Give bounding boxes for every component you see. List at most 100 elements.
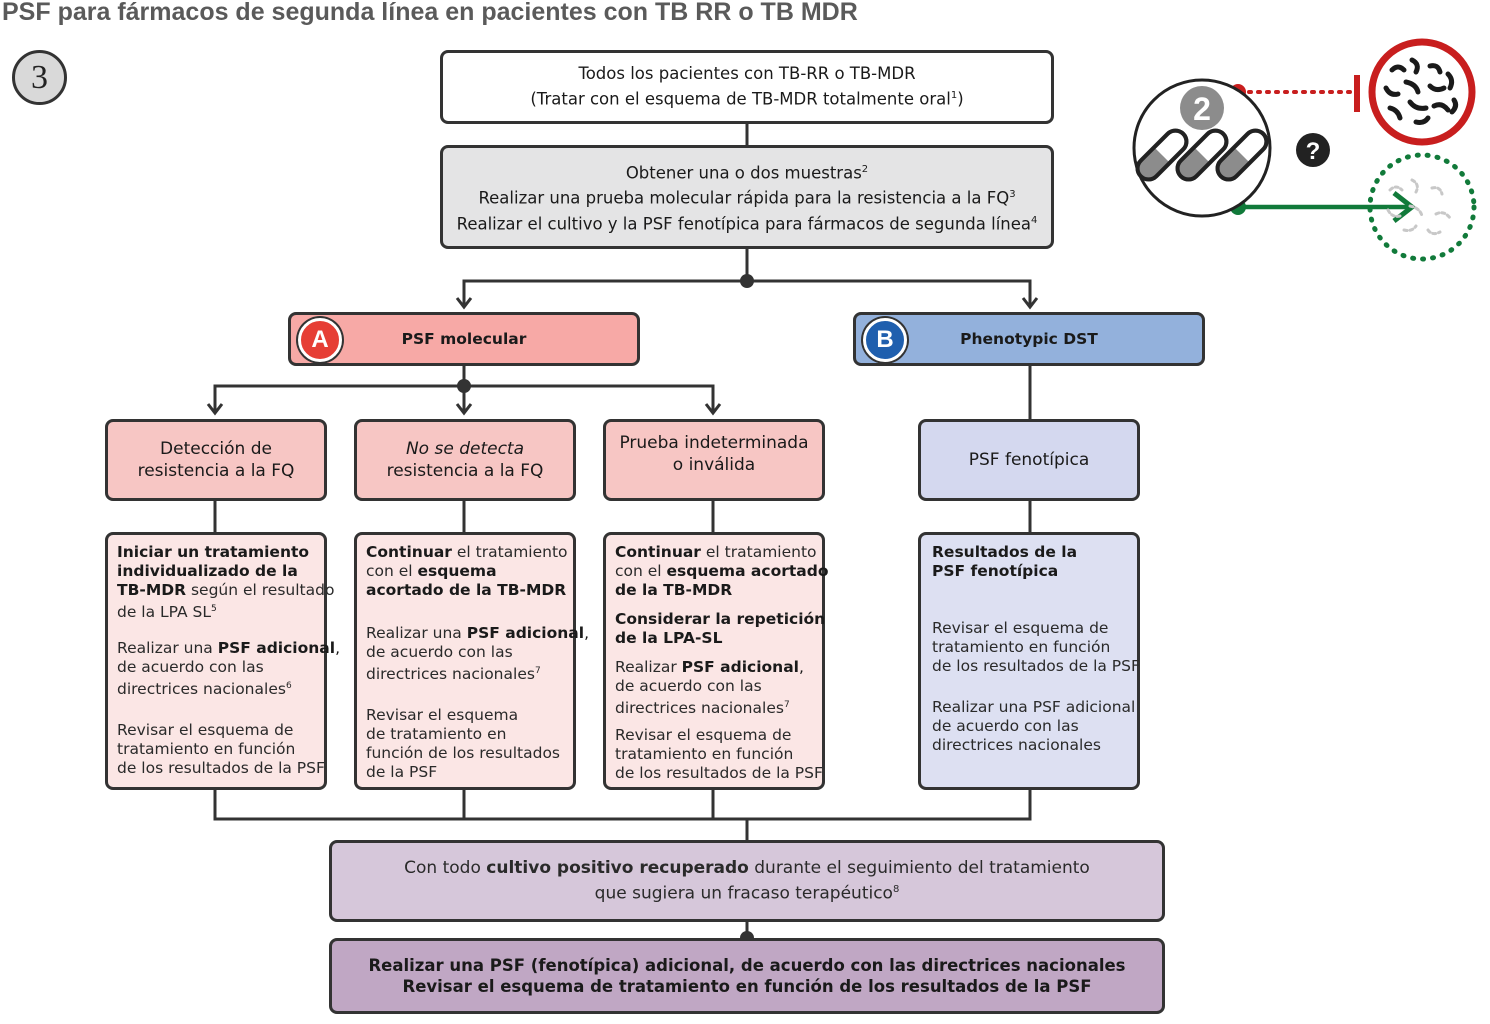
text: tratamiento en función <box>117 740 296 759</box>
detail-col1: Iniciar un tratamiento individualizado d… <box>105 532 340 790</box>
icon-number: 2 <box>1193 91 1211 127</box>
detail-col4: Resultados de la PSF fenotípica Revisar … <box>918 532 1140 790</box>
branch-a-label: PSF molecular <box>401 330 527 348</box>
header-line: o inválida <box>672 455 756 475</box>
text: directrices nacionales <box>932 736 1101 754</box>
culture-line2: que sugiera un fracaso terapéutico8 <box>595 879 900 905</box>
branch-b-label: Phenotypic DST <box>960 330 1098 348</box>
text: con el <box>615 562 667 580</box>
all-patients-line2-text: (Tratar con el esquema de TB-MDR totalme… <box>530 89 951 109</box>
samples-line2: Realizar una prueba molecular rápida par… <box>478 184 1015 210</box>
footnote-4: 4 <box>1031 214 1038 226</box>
footnote-3: 3 <box>1009 189 1016 201</box>
badge-a: A <box>298 318 342 362</box>
footnote-7: 7 <box>534 666 541 676</box>
final-line1: Realizar una PSF (fenotípica) adicional,… <box>368 956 1126 975</box>
detail-col3: Continuar el tratamiento con el esquema … <box>603 532 828 790</box>
split-arrowheads <box>206 403 722 416</box>
all-patients-line1: Todos los pacientes con TB-RR o TB-MDR <box>578 64 916 84</box>
text: Continuar <box>615 543 701 561</box>
text: Iniciar un tratamiento <box>117 543 310 561</box>
text: con el <box>366 562 418 580</box>
samples-box: Obtener una o dos muestras2 Realizar una… <box>440 145 1054 249</box>
text: Revisar el esquema de <box>117 721 294 740</box>
branch-a-box: PSF molecular <box>288 312 640 366</box>
text: Continuar <box>366 543 452 561</box>
question-mark-icon <box>1296 133 1330 167</box>
text: de los resultados de la PSF <box>117 759 325 778</box>
final-action-box: Realizar una PSF (fenotípica) adicional,… <box>329 938 1165 1014</box>
text: , <box>584 624 590 642</box>
culture-line1: Con todo cultivo positivo recuperado dur… <box>404 857 1090 879</box>
footnote-1: 1 <box>950 90 958 102</box>
page-title: PSF para fármacos de segunda línea en pa… <box>2 0 858 26</box>
header-line: No se detecta <box>405 439 525 459</box>
junction-dot <box>457 379 471 393</box>
header-line: PSF fenotípica <box>968 450 1090 470</box>
text: directrices nacionales <box>117 680 286 699</box>
text: de los resultados de la PSF <box>615 764 823 783</box>
question-mark: ? <box>1306 138 1321 165</box>
text: directrices nacionales <box>615 699 784 718</box>
text: Resultados de la <box>932 543 1078 561</box>
all-patients-line2-end: ) <box>957 89 964 109</box>
text: individualizado de la <box>117 562 298 580</box>
header-fq-resistance-detected: Detección de resistencia a la FQ <box>105 419 327 501</box>
header-line: Detección de <box>160 439 272 459</box>
text: que sugiera un fracaso terapéutico <box>594 883 893 904</box>
footnote-6: 6 <box>285 681 292 692</box>
header-line: resistencia a la FQ <box>386 461 544 481</box>
all-patients-line2: (Tratar con el esquema de TB-MDR totalme… <box>530 85 963 111</box>
text: cultivo positivo recuperado <box>486 858 749 879</box>
junction-dot <box>740 274 754 288</box>
text: de la LPA SL <box>117 603 212 622</box>
samples-line3: Realizar el cultivo y la PSF fenotípica … <box>457 210 1038 236</box>
step-number-badge: 3 <box>12 50 67 105</box>
samples-line1: Obtener una o dos muestras2 <box>626 159 868 185</box>
step-number: 3 <box>31 58 48 96</box>
text: esquema <box>417 562 497 580</box>
branch-b-box: Phenotypic DST <box>853 312 1205 366</box>
text: Revisar el esquema de <box>932 619 1109 637</box>
text: acortado de la TB-MDR <box>366 581 567 599</box>
text: de los resultados de la PSF <box>932 657 1140 675</box>
drug-bacteria-illustration: 2 ? <box>1132 38 1477 262</box>
samples-line3-text: Realizar el cultivo y la PSF fenotípica … <box>456 214 1032 234</box>
all-patients-box: Todos los pacientes con TB-RR o TB-MDR (… <box>440 50 1054 124</box>
text: de tratamiento en <box>366 725 507 744</box>
text: Considerar la repetición <box>615 610 826 628</box>
text: tratamiento en función <box>932 638 1111 656</box>
resistant-bacteria-icon <box>1368 38 1476 146</box>
text: de acuerdo con las <box>615 677 762 695</box>
detail-col2: Continuar el tratamiento con el esquema … <box>354 532 589 790</box>
footnote-7: 7 <box>783 700 790 710</box>
samples-line1-text: Obtener una o dos muestras <box>625 163 862 183</box>
text: PSF adicional <box>466 624 585 642</box>
text: Realizar una <box>117 639 218 658</box>
header-line: resistencia a la FQ <box>137 461 295 481</box>
text: de la LPA-SL <box>615 629 723 647</box>
number-2-badge <box>1180 86 1224 130</box>
text: Revisar el esquema <box>366 706 519 725</box>
text: , <box>335 639 341 658</box>
footnote-5: 5 <box>211 604 217 614</box>
footnote-8: 8 <box>892 884 900 896</box>
badge-b: B <box>863 318 907 362</box>
text: Con todo <box>404 858 487 879</box>
text: Realizar una PSF adicional <box>932 698 1136 716</box>
header-phenotypic-dst: PSF fenotípica <box>918 419 1140 501</box>
text: de la PSF <box>366 763 438 782</box>
text: Revisar el esquema de <box>615 726 792 745</box>
drug-pills-icon: 2 <box>1132 78 1272 218</box>
text: PSF adicional <box>681 658 799 676</box>
text: de acuerdo con las <box>117 658 264 677</box>
text: el tratamiento <box>700 543 817 561</box>
text: de acuerdo con las <box>366 643 513 661</box>
text: PSF fenotípica <box>932 562 1059 580</box>
culture-positive-box: Con todo cultivo positivo recuperado dur… <box>329 840 1165 922</box>
text: según el resultado <box>186 581 335 599</box>
text: tratamiento en función <box>615 745 794 764</box>
branch-arrowheads <box>455 297 1039 310</box>
text: el tratamiento <box>451 543 568 561</box>
text: Realizar <box>615 658 682 676</box>
